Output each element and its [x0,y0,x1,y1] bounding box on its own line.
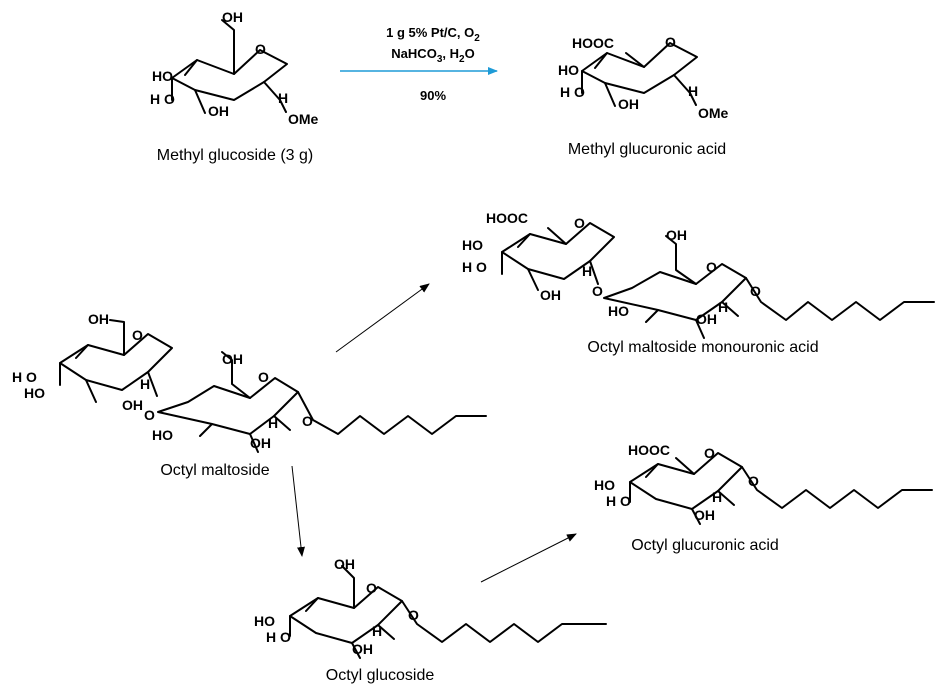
ho-label: H O [150,91,175,107]
h-label: H [278,90,288,106]
oh-label: OH [666,227,687,243]
ho-label: H O [560,84,585,100]
octyl-glucoside-structure: OH O HO H O OH H O [254,556,607,659]
oh-label: OH [334,556,355,572]
ho-label: H O [462,259,487,275]
h-label: H [718,299,728,315]
methyl-glucoside-structure: OH O HO H O OH H OMe [150,9,319,127]
aglycone-o-label: O [408,607,419,623]
h-label: H [372,623,382,639]
octyl-glucoside-caption: Octyl glucoside [326,667,435,684]
ho-label: H O [266,629,291,645]
ho-label: HO [594,477,615,493]
hooc-label: HOOC [486,210,528,226]
aglycone-o-label: O [750,283,761,299]
glycosidic-o-label: O [592,283,603,299]
h-label: H [582,263,592,279]
arrow-to-octyl-glucuronic-acid [480,533,577,583]
arrow-to-octyl-glucoside [291,465,305,557]
h-label: H [140,376,150,392]
arrow-to-monouronic-acid [335,283,430,353]
ome-label: OMe [698,105,729,121]
oh-label: OH [352,641,373,657]
ho-label: HO [24,385,45,401]
ring-o-label: O [706,259,717,275]
h-label: H [268,415,278,431]
ho-label: HO [462,237,483,253]
ho-label: H O [606,493,631,509]
octyl-maltoside-monouronic-acid-caption: Octyl maltoside monouronic acid [587,339,818,356]
methyl-glucuronic-acid-caption: Methyl glucuronic acid [568,141,726,158]
ho-label: HO [254,613,275,629]
oh-label: OH [250,435,271,451]
h-label: H [688,83,698,99]
ho-label: HO [152,68,173,84]
reagent-line-2: NaHCO3, H2O [391,46,474,65]
yield-label: 90% [420,88,446,103]
ring-o-label: O [704,445,715,461]
octyl-maltoside-monouronic-acid-structure: HOOC O HO H O OH H O OH O HO OH H O [462,210,935,339]
hooc-label: HOOC [628,442,670,458]
h-label: H [712,489,722,505]
ring-o-label: O [255,41,266,57]
reagent-line-1: 1 g 5% Pt/C, O2 [386,25,480,44]
methyl-glucuronic-acid-structure: HOOC O HO H O OH H OMe [558,34,729,121]
octyl-maltoside-caption: Octyl maltoside [160,462,269,479]
ring-o-label: O [258,369,269,385]
ring-o-label: O [132,327,143,343]
oh-label: OH [88,311,109,327]
ho-label: HO [608,303,629,319]
aglycone-o-label: O [748,473,759,489]
ho-label: H O [12,369,37,385]
octyl-glucuronic-acid-structure: HOOC O HO H O OH H O [594,442,933,525]
oh-label: OH [122,397,143,413]
reaction-conditions: 1 g 5% Pt/C, O2 NaHCO3, H2O 90% [340,25,498,103]
oh-label: OH [618,96,639,112]
octyl-glucuronic-acid-caption: Octyl glucuronic acid [631,537,779,554]
ring-o-label: O [366,580,377,596]
oh-label: OH [222,9,243,25]
ring-o-label: O [665,34,676,50]
glycosidic-o-label: O [144,407,155,423]
hooc-label: HOOC [572,35,614,51]
oh-label: OH [208,103,229,119]
ho-label: HO [152,427,173,443]
aglycone-o-label: O [302,413,313,429]
oh-label: OH [540,287,561,303]
oh-label: OH [694,507,715,523]
ome-label: OMe [288,111,319,127]
octyl-maltoside-structure: OH O H O HO OH H O OH O HO OH H O [12,311,487,453]
oh-label: OH [696,311,717,327]
oh-label: OH [222,351,243,367]
methyl-glucoside-caption: Methyl glucoside (3 g) [157,147,314,164]
ring-o-label: O [574,215,585,231]
ho-label: HO [558,62,579,78]
